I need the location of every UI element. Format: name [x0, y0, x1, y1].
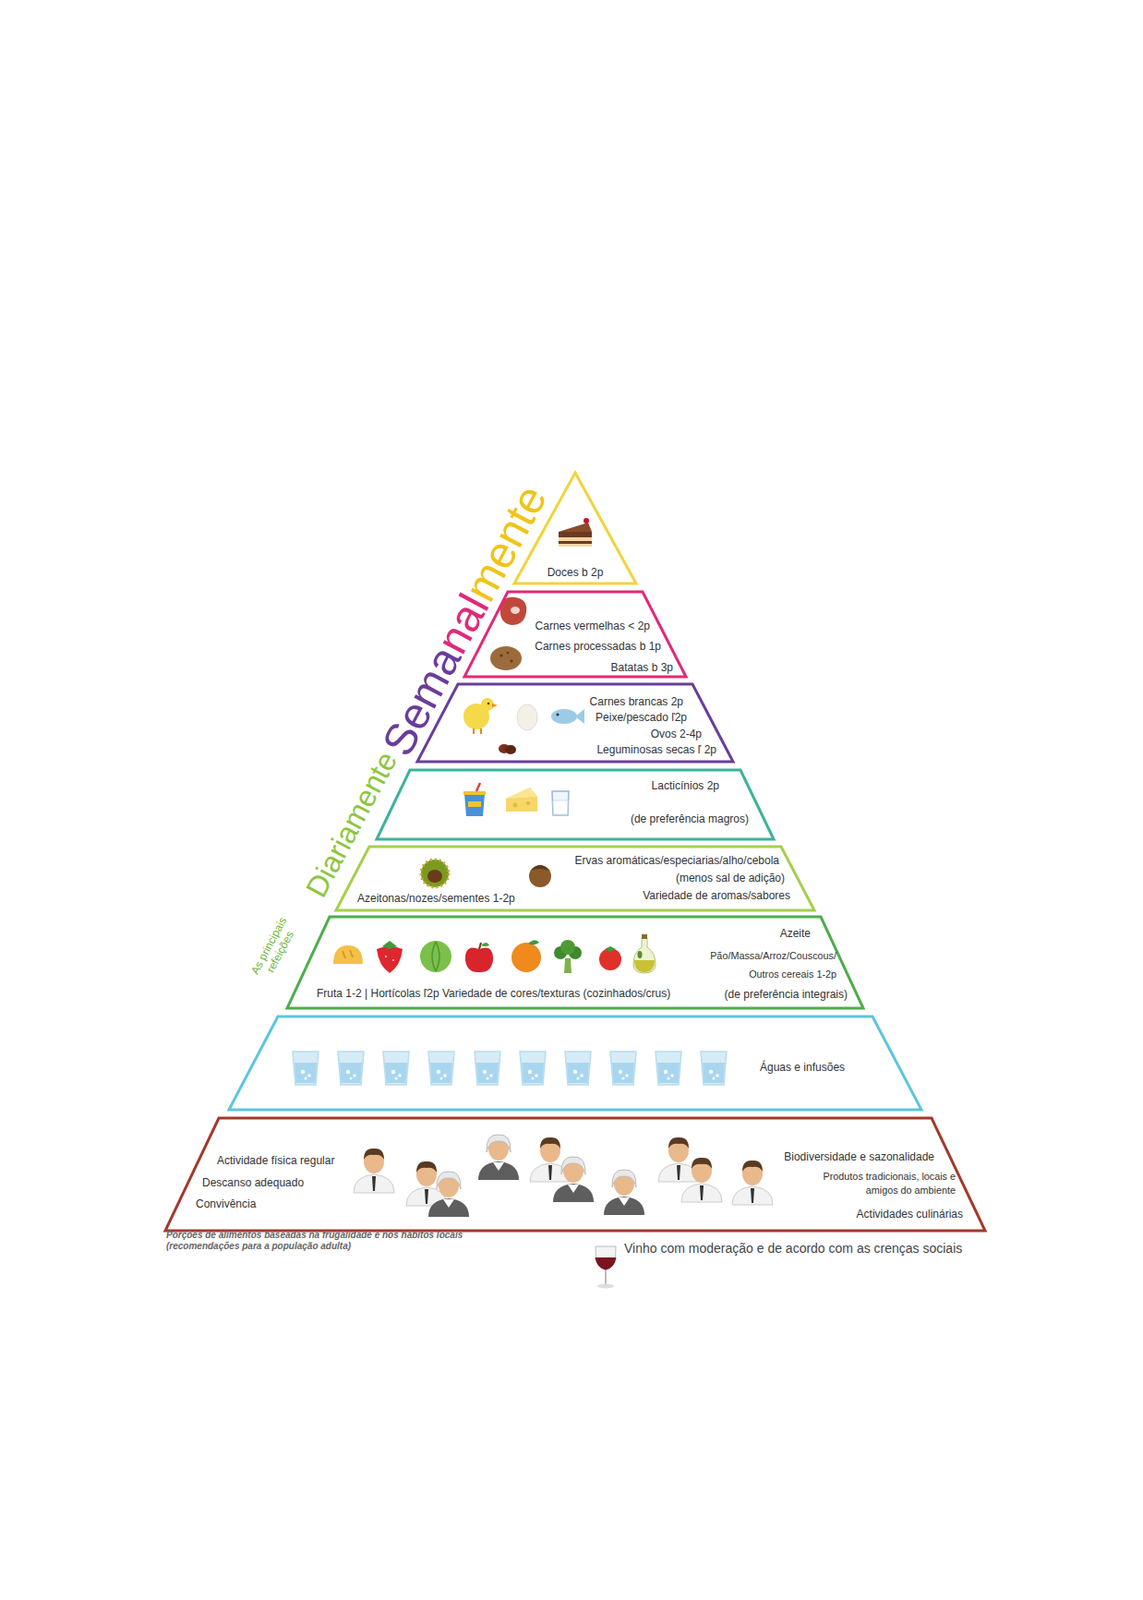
band-text: Ervas aromáticas/especiarias/alho/cebola — [575, 854, 780, 868]
band-text: Águas e infusões — [759, 1060, 845, 1075]
band-text: (de preferência magros) — [630, 812, 749, 827]
wine-glass — [595, 1246, 617, 1289]
band-text: Doces b 2p — [547, 565, 604, 580]
band-text: Biodiversidade e sazonalidade — [783, 1150, 935, 1165]
band-text: Fruta 1-2 | Hortícolas ľ2p Variedade de … — [316, 986, 671, 1001]
band-text: Peixe/pescado ľ2p — [595, 710, 687, 725]
pyramid-band: AzeitePão/Massa/Arroz/Couscous/ Outros c… — [287, 916, 864, 1009]
band-text: Produtos tradicionais, locais e amigos d… — [802, 1169, 956, 1198]
label-part: Sema — [372, 637, 471, 764]
band-text: Pão/Massa/Arroz/Couscous/ Outros cereais… — [684, 946, 837, 984]
band-text: Variedade de aromas/sabores — [642, 889, 791, 903]
band-text: Lacticínios 2p — [651, 779, 720, 794]
band-text: Descanso adequado — [202, 1176, 304, 1191]
label-part: mente — [455, 477, 556, 610]
pyramid-band: Lacticínios 2p (de preferência magros) — [376, 770, 774, 840]
band-shape — [228, 1016, 922, 1110]
band-text: Convivência — [195, 1197, 256, 1212]
band-text: Ovos 2-4p — [650, 727, 702, 742]
footnote: Porções de alimentos baseadas na frugali… — [166, 1229, 510, 1252]
band-text: Batatas b 3p — [611, 661, 674, 675]
band-text: Actividade física regular — [216, 1154, 335, 1168]
band-text: Azeitonas/nozes/sementes 1-2p — [357, 891, 516, 906]
pyramid-band: Ervas aromáticas/especiarias/alho/cebola… — [336, 846, 815, 911]
band-shape — [417, 684, 734, 762]
band-text: (de preferência integrais) — [724, 987, 848, 1002]
band-text: Carnes vermelhas < 2p — [535, 619, 650, 634]
band-text: Carnes brancas 2p — [589, 695, 684, 710]
band-shape — [336, 846, 815, 911]
band-shape — [165, 1118, 986, 1231]
pyramid-band: Águas e infusões — [228, 1016, 922, 1110]
frequency-label: As principais refeições — [246, 909, 305, 988]
band-text: Azeite — [780, 926, 811, 941]
band-shape — [376, 770, 774, 840]
band-text: Carnes processadas b 1p — [534, 639, 662, 654]
pyramid-band: Actividade física regularDescanso adequa… — [165, 1118, 986, 1231]
band-text: Leguminosas secas ľ 2p — [596, 743, 717, 758]
pyramid-band: Carnes brancas 2pPeixe/pescado ľ2pOvos 2… — [417, 684, 734, 762]
footnote: Vinho com moderação e de acordo com as c… — [624, 1240, 963, 1256]
band-text: (menos sal de adição) — [675, 871, 785, 886]
band-text: Actividades culinárias — [856, 1207, 963, 1222]
band-shape — [287, 916, 864, 1009]
